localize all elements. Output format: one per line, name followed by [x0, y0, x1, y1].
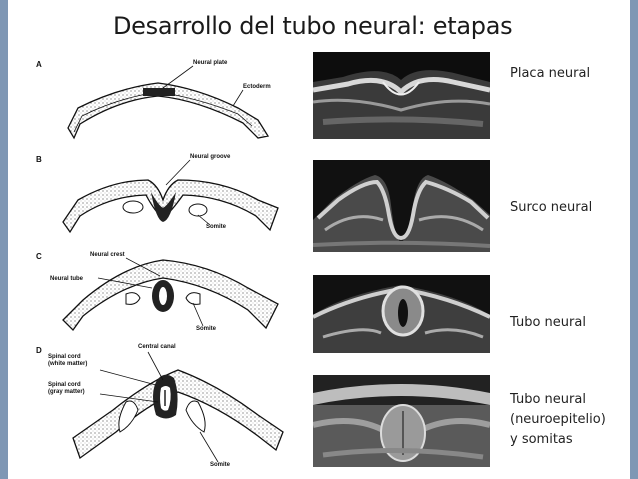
label-neural-plate: Neural plate	[193, 60, 228, 66]
label-neural-tube: Neural tube	[50, 276, 84, 282]
label-spinal-cord-white-1: Spinal cord	[48, 354, 81, 360]
stage-label-surco-neural: Surco neural	[510, 200, 593, 215]
stage-label-tubo-neural-somitas-3: y somitas	[510, 432, 573, 447]
label-somite-d: Somite	[210, 462, 231, 468]
label-spinal-cord-gray-2: (gray matter)	[48, 389, 85, 395]
stage-label-tubo-neural: Tubo neural	[510, 315, 586, 330]
label-central-canal: Central canal	[138, 344, 176, 350]
panel-letter-b: B	[36, 155, 42, 164]
label-ectoderm: Ectoderm	[243, 84, 271, 90]
label-neural-groove: Neural groove	[190, 154, 231, 160]
diagram-neural-groove: Neural groove Somite	[38, 150, 303, 245]
stage-label-placa-neural: Placa neural	[510, 66, 591, 81]
stage-label-tubo-neural-somitas-2: (neuroepitelio)	[510, 412, 606, 427]
micrograph-neural-tube-somites	[313, 375, 490, 467]
slide-title: Desarrollo del tubo neural: etapas	[113, 12, 513, 40]
diagram-neural-tube: Neural crest Neural tube Somite	[38, 248, 303, 343]
diagram-spinal-cord: Central canal Spinal cord (white matter)…	[38, 340, 303, 470]
micrograph-neural-groove	[313, 160, 490, 252]
panel-letter-d: D	[36, 346, 42, 355]
label-somite-c: Somite	[196, 326, 217, 332]
label-spinal-cord-white-2: (white matter)	[48, 361, 88, 367]
micrograph-neural-plate	[313, 52, 490, 139]
label-somite-b: Somite	[206, 224, 227, 230]
stage-label-tubo-neural-somitas-1: Tubo neural	[510, 392, 586, 407]
diagram-neural-plate: Neural plate Ectoderm	[38, 58, 303, 148]
label-neural-crest: Neural crest	[90, 252, 125, 258]
label-spinal-cord-gray-1: Spinal cord	[48, 382, 81, 388]
panel-letter-a: A	[36, 60, 42, 69]
micrograph-neural-tube	[313, 275, 490, 353]
slide: Desarrollo del tubo neural: etapas A Neu…	[8, 0, 630, 479]
panel-letter-c: C	[36, 252, 42, 261]
